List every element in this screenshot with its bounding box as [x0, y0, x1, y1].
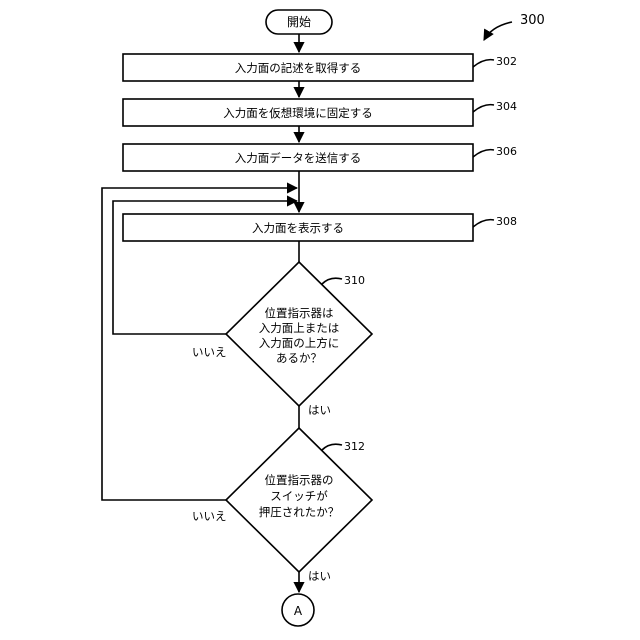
decision-310-ref: 310	[344, 274, 365, 287]
step-302-leader	[473, 60, 494, 67]
decision-312-leader	[322, 444, 342, 450]
decision-312-yes-label: はい	[308, 569, 331, 583]
connector-a-label: A	[294, 604, 303, 618]
step-308-ref: 308	[496, 215, 517, 228]
figure-ref-label: 300	[520, 13, 545, 28]
step-304-ref: 304	[496, 100, 517, 113]
decision-310-line-3: 入力面の上方に	[259, 336, 340, 350]
decision-310-leader	[322, 278, 342, 284]
step-304-leader	[473, 105, 494, 112]
decision-312-line-3: 押圧されたか？	[259, 505, 340, 519]
decision-310-no-label: いいえ	[192, 345, 227, 359]
step-306-leader	[473, 150, 494, 157]
decision-310-yes-label: はい	[308, 403, 331, 417]
step-308-leader	[473, 220, 494, 227]
step-306-ref: 306	[496, 145, 517, 158]
start-label: 開始	[287, 15, 311, 29]
step-306-label: 入力面データを送信する	[235, 151, 362, 165]
decision-312-line-1: 位置指示器の	[265, 473, 334, 487]
figure-ref-arrow	[484, 22, 512, 40]
step-302-label: 入力面の記述を取得する	[235, 61, 362, 75]
decision-312-ref: 312	[344, 440, 365, 453]
decision-310-line-2: 入力面上または	[259, 321, 340, 335]
decision-312-line-2: スイッチが	[270, 489, 328, 503]
step-302-ref: 302	[496, 55, 517, 68]
decision-310-line-1: 位置指示器は	[265, 306, 334, 320]
decision-310-line-4: あるか？	[276, 351, 322, 365]
decision-312-no-label: いいえ	[192, 509, 227, 523]
step-304-label: 入力面を仮想環境に固定する	[223, 106, 373, 120]
step-308-label: 入力面を表示する	[252, 221, 344, 235]
